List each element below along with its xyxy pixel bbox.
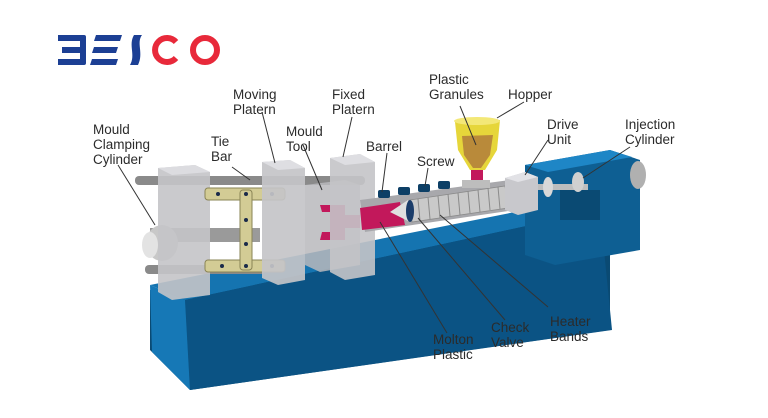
label-tie-bar: Tie Bar — [211, 134, 233, 164]
label-injection-cylinder: Injection Cylinder — [625, 117, 676, 147]
rear-platen — [158, 165, 210, 300]
label-mould-tool: Mould Tool — [286, 124, 323, 154]
label-screw: Screw — [417, 154, 455, 169]
label-hopper: Hopper — [508, 87, 553, 102]
label-molton-plastic: Molton Plastic — [433, 332, 474, 362]
hopper — [454, 117, 500, 188]
label-moving-platern: Moving Platern — [233, 87, 277, 117]
heater-bands — [378, 181, 450, 198]
label-fixed-platern: Fixed Platern — [332, 87, 375, 117]
leader-lines — [117, 101, 631, 334]
label-plastic-granules: Plastic Granules — [429, 72, 484, 102]
logo-mark — [58, 35, 220, 65]
label-heater-bands: Heater Bands — [550, 314, 591, 344]
fixed-platen — [330, 154, 375, 280]
injection-unit-housing — [525, 150, 646, 265]
label-check-valve: Check Valve — [491, 320, 530, 350]
label-drive-unit: Drive Unit — [547, 117, 579, 147]
moving-platen — [262, 160, 305, 285]
drive-unit — [505, 172, 588, 215]
label-barrel: Barrel — [366, 139, 403, 154]
label-mould-clamping-cylinder: Mould Clamping Cylinder — [93, 122, 151, 167]
besco-logo — [58, 33, 228, 67]
barrel-assembly — [360, 180, 515, 232]
